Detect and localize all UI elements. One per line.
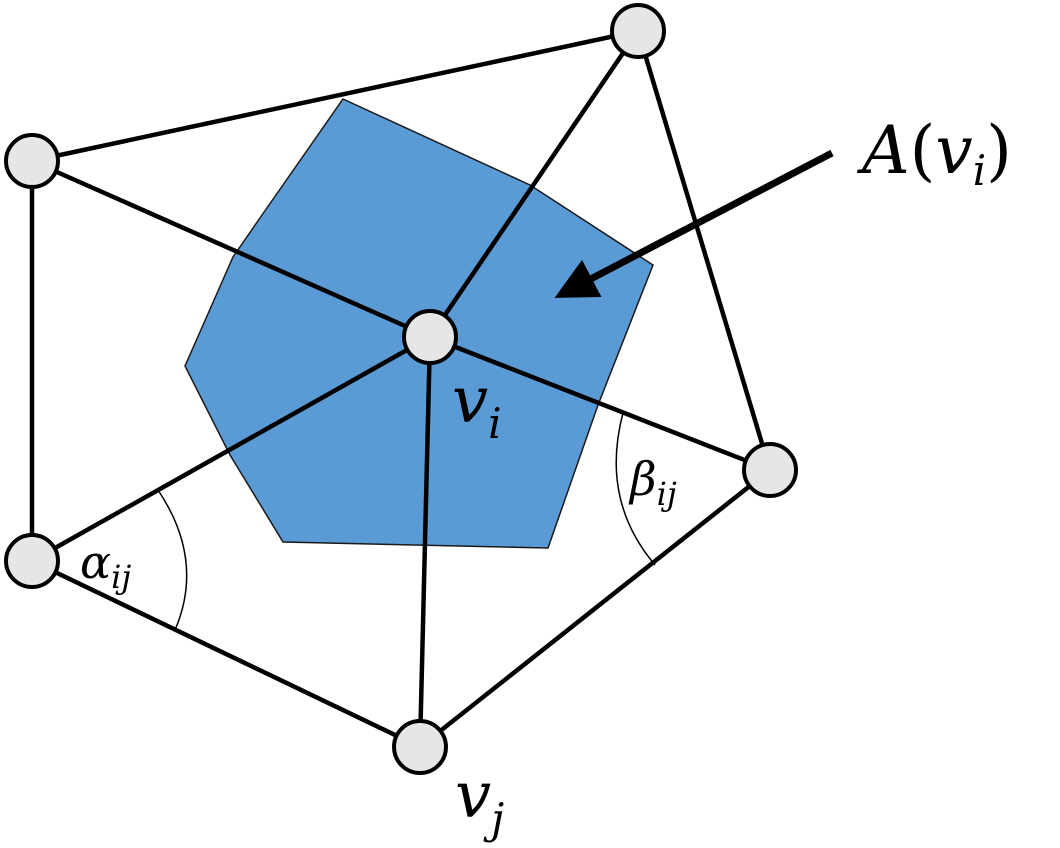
center-vertex-label-sub: i [488,399,501,448]
vertex-bottom [392,719,448,775]
spoke-to-top [427,28,641,340]
area-label: A(vi) [856,112,1012,195]
center-vertex-label-var: v [452,364,488,438]
area-label-func: A [856,112,910,189]
vertex-center [402,309,458,365]
edge-right-to-bottom [417,467,773,750]
vertex-top [610,3,666,59]
beta-angle-label-var: β [628,452,657,506]
alpha-angle-label-var: α [80,535,111,589]
edge-bottom-to-lower-left [29,558,423,750]
neighbor-vertex-label: vj [455,759,504,843]
spoke-to-right [427,334,773,473]
area-label-close-paren: ) [986,112,1012,189]
area-label-open-paren: ( [910,112,936,189]
spoke-to-bottom [417,334,433,750]
neighbor-vertex-label-var: v [455,759,491,833]
beta-angle-label-sub: ij [657,475,677,513]
center-vertex-label: vi [452,364,502,448]
area-label-var: v [935,112,972,189]
beta-angle-label: βij [628,452,677,513]
alpha-angle-label-sub: ij [111,558,131,596]
vertex-right [742,442,798,498]
edge-upper-left-to-top [29,28,641,164]
vertex-lower-left [4,533,60,589]
area-label-sub: i [973,146,986,195]
edge-top-to-right [635,28,773,473]
vertex-upper-left [4,133,60,189]
spoke-to-upper-left [29,158,433,340]
spoke-to-lower-left [29,334,433,564]
alpha-angle-label: αij [80,535,131,596]
area-pointer-arrow [554,149,834,298]
alpha-angle-arc [157,489,188,631]
beta-angle-arc [615,412,656,566]
